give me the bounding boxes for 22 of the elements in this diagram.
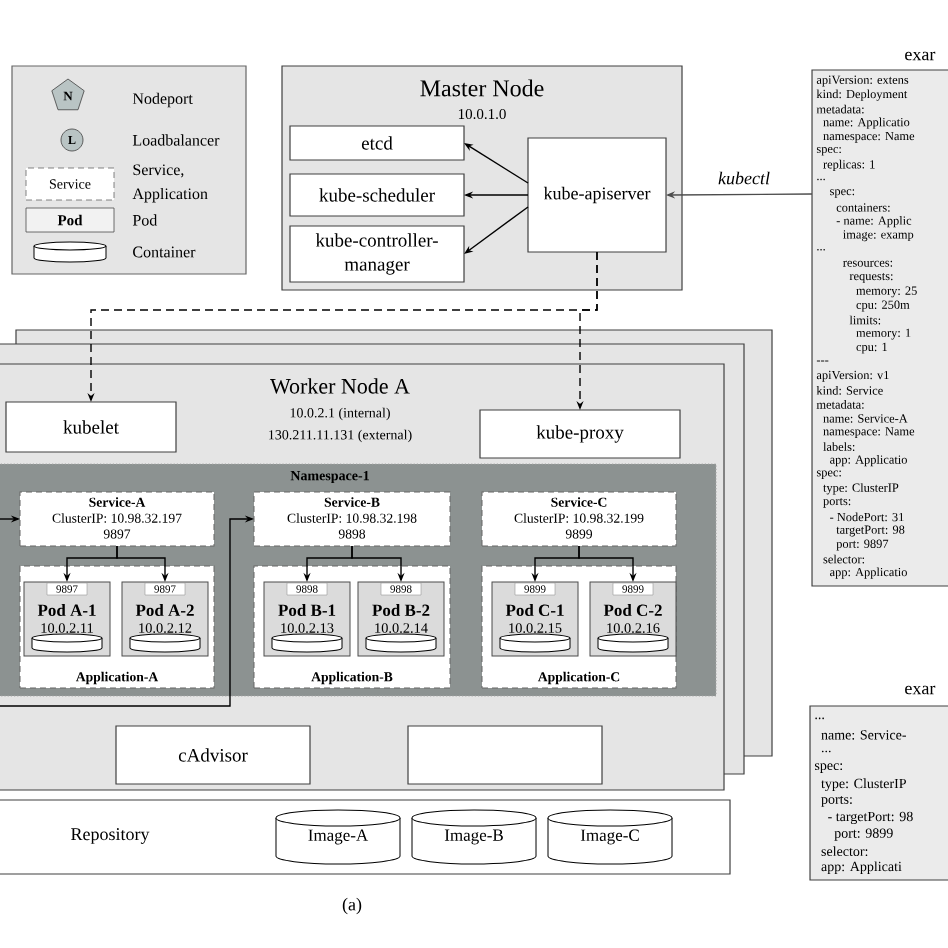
image-cylinder: Image-B: [411, 809, 537, 865]
legend-label: Loadbalancer: [132, 134, 220, 146]
arrow: [464, 143, 529, 184]
image-cylinder: Image-C: [547, 809, 673, 865]
component-box: kube-proxy: [479, 409, 681, 459]
component-box: [407, 725, 603, 785]
arrow: [464, 206, 529, 254]
edge-label: kubectl: [716, 169, 772, 187]
image-cylinder: Image-A: [275, 809, 401, 865]
node-label: exar: [905, 51, 936, 61]
component-box: kube-controller-manager: [289, 225, 465, 283]
component-box: kubelet: [5, 401, 177, 453]
caption: (a): [342, 897, 362, 915]
legend-label: Pod: [132, 214, 158, 226]
legend-label: Nodeport: [132, 92, 193, 108]
component-box: etcd: [289, 125, 465, 161]
legend-label: Container: [133, 246, 196, 258]
component-box: kube-scheduler: [289, 173, 465, 217]
legend-label: Service, Application: [132, 164, 208, 203]
node-label: exar: [905, 685, 936, 695]
component-box: cAdvisor: [115, 725, 311, 785]
component-box: kube-apiserver: [527, 137, 667, 253]
